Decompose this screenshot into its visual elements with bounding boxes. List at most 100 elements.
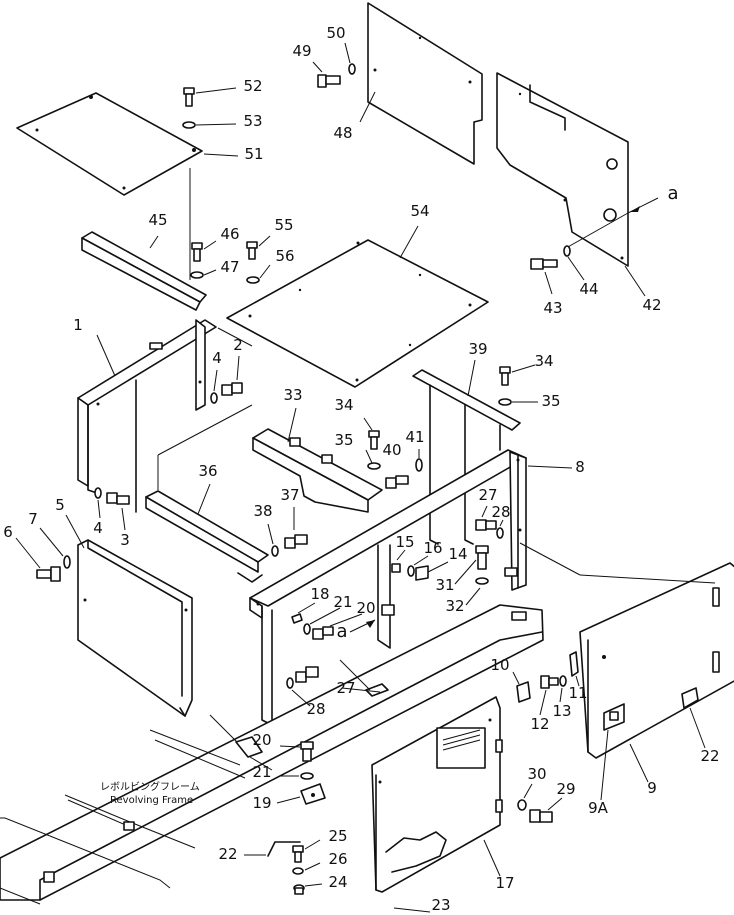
part-label-p12: 12 — [530, 715, 549, 733]
washer-50 — [344, 42, 356, 75]
part-label-p21b: 21 — [252, 763, 271, 781]
bolt-20-upper — [312, 613, 363, 640]
bolt-49 — [312, 61, 341, 88]
washer-35-middle — [365, 449, 381, 470]
part-label-p14: 14 — [448, 545, 467, 563]
part-label-p4b: 4 — [93, 519, 103, 537]
washer-21-lower — [280, 772, 314, 780]
part-label-p32: 32 — [445, 597, 464, 615]
part-label-p33: 33 — [283, 386, 302, 404]
washer-35-right — [498, 398, 538, 406]
washer-32 — [465, 577, 489, 606]
part-label-p8: 8 — [575, 458, 585, 476]
part-label-p3: 3 — [120, 531, 130, 549]
part-label-p39: 39 — [468, 340, 487, 358]
part-label-p42: 42 — [642, 296, 661, 314]
side-panel-42 — [496, 72, 659, 297]
handle-22-lower — [244, 841, 301, 857]
bolt-20-lower — [279, 741, 314, 762]
washer-4-lower — [94, 487, 102, 519]
part-label-p7: 7 — [28, 510, 38, 528]
part-label-p16: 16 — [423, 539, 442, 557]
bolt-52 — [183, 87, 237, 107]
part-label-p51: 51 — [244, 145, 263, 163]
bolt-31 — [454, 545, 489, 585]
part-label-p50: 50 — [326, 24, 345, 42]
part-label-p36: 36 — [198, 462, 217, 480]
part-label-p17: 17 — [495, 874, 514, 892]
part-label-p53: 53 — [243, 112, 262, 130]
striker-11 — [569, 651, 580, 687]
part-label-p20a: 20 — [356, 599, 375, 617]
part-label-pa1: a — [667, 183, 678, 204]
frame-member-1 — [77, 319, 253, 513]
bolt-12 — [539, 675, 559, 716]
part-label-p55: 55 — [274, 216, 293, 234]
part-label-p15: 15 — [395, 533, 414, 551]
washer-26 — [292, 862, 321, 875]
washer-28-lower — [286, 677, 311, 707]
bolt-40 — [385, 475, 409, 489]
part-label-p1: 1 — [73, 316, 83, 334]
washer-38 — [267, 523, 279, 557]
plate-14 — [415, 561, 449, 581]
bolt-37 — [284, 507, 308, 549]
part-label-p11: 11 — [568, 684, 587, 702]
part-label-p35a: 35 — [541, 392, 560, 410]
washer-30 — [517, 783, 533, 811]
part-label-p9: 9 — [647, 779, 657, 797]
bolt-27-lower — [295, 666, 319, 683]
part-label-p24: 24 — [328, 873, 347, 891]
direction-a-lower — [349, 619, 376, 633]
part-label-p43: 43 — [543, 299, 562, 317]
frame-note-jp: レボルビングフレーム — [100, 780, 200, 793]
part-label-p22a: 22 — [700, 747, 719, 765]
part-label-p47: 47 — [220, 258, 239, 276]
bolt-25 — [292, 839, 321, 863]
washer-16 — [407, 555, 429, 577]
side-panel-5 — [65, 514, 193, 717]
frame-member-39 — [412, 359, 521, 545]
part-label-p27b: 27 — [336, 679, 355, 697]
part-label-p13: 13 — [552, 702, 571, 720]
revolving-frame — [0, 714, 273, 905]
part-label-p54: 54 — [410, 202, 429, 220]
part-label-p44: 44 — [579, 280, 598, 298]
part-label-p37: 37 — [280, 486, 299, 504]
door-17 — [371, 696, 503, 913]
bolt-34-right — [499, 364, 536, 386]
part-label-p48: 48 — [333, 124, 352, 142]
bolt-6 — [15, 537, 61, 582]
part-label-p2: 2 — [233, 336, 243, 354]
bracket-33 — [252, 407, 383, 513]
part-label-p28b: 28 — [306, 700, 325, 718]
part-label-p6: 6 — [3, 523, 13, 541]
part-label-p28a: 28 — [491, 503, 510, 521]
part-label-p49: 49 — [292, 42, 311, 60]
part-label-p21a: 21 — [333, 593, 352, 611]
top-plate-54 — [226, 225, 489, 388]
latch-10 — [512, 671, 531, 703]
lock-9A — [600, 703, 625, 801]
bolt-55 — [246, 235, 271, 260]
part-label-p9A: 9A — [588, 799, 609, 817]
part-label-p5: 5 — [55, 496, 65, 514]
part-label-p10: 10 — [490, 656, 509, 674]
part-label-p40: 40 — [382, 441, 401, 459]
part-label-p25: 25 — [328, 827, 347, 845]
washer-47 — [190, 269, 217, 279]
part-label-p19: 19 — [252, 794, 271, 812]
part-label-p22b: 22 — [218, 845, 237, 863]
washer-7 — [39, 527, 71, 569]
part-label-p27a: 27 — [478, 486, 497, 504]
bolt-2 — [221, 355, 243, 396]
part-label-p52: 52 — [243, 77, 262, 95]
washer-41 — [415, 449, 423, 472]
bolt-29 — [529, 797, 563, 823]
main-frame-8 — [249, 449, 573, 726]
nut-24 — [293, 883, 323, 895]
bracket-36 — [145, 483, 269, 583]
frame-note-en: Revolving Frame — [110, 795, 193, 806]
